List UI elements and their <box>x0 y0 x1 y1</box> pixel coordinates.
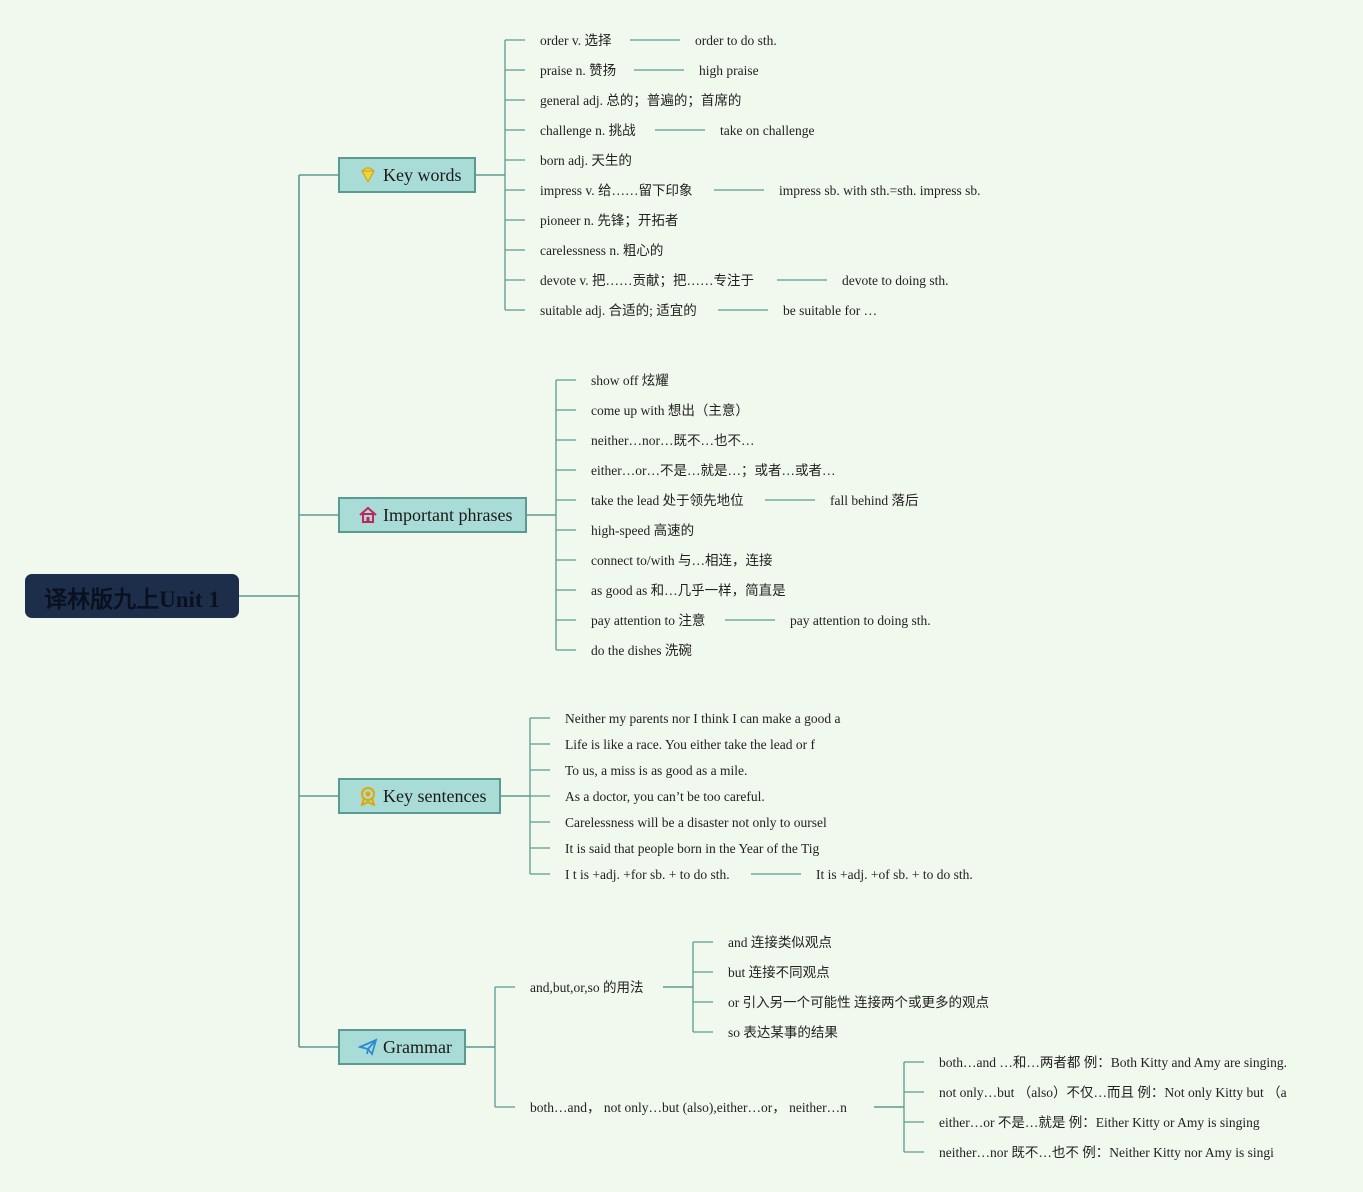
keyword-item[interactable]: general adj. 总的；普遍的；首席的 <box>540 93 742 108</box>
keyword-item[interactable]: born adj. 天生的 <box>540 153 632 168</box>
grammar-group[interactable]: both…and， not only…but (also),either…or，… <box>530 1100 847 1115</box>
award-icon <box>358 786 378 806</box>
keyword-item[interactable]: praise n. 赞扬 <box>540 63 617 78</box>
keyword-item[interactable]: impress v. 给……留下印象 <box>540 183 693 198</box>
sentence-item[interactable]: It is said that people born in the Year … <box>565 841 820 856</box>
keyword-item[interactable]: devote v. 把……贡献；把……专注于 <box>540 273 754 288</box>
sentence-item[interactable]: I t is +adj. +for sb. + to do sth. <box>565 867 730 882</box>
phrase-item[interactable]: come up with 想出（主意） <box>591 403 749 418</box>
sentence-item[interactable]: As a doctor, you can’t be too careful. <box>565 789 765 804</box>
phrase-item[interactable]: pay attention to 注意 <box>591 613 706 628</box>
keyword-item[interactable]: pioneer n. 先锋；开拓者 <box>540 213 679 228</box>
branch-label: Key words <box>383 164 462 185</box>
branch-grammar[interactable]: Grammar <box>338 1029 466 1065</box>
keyword-detail[interactable]: high praise <box>699 63 759 78</box>
grammar-item[interactable]: or 引入另一个可能性 连接两个或更多的观点 <box>728 995 989 1010</box>
keyword-detail[interactable]: order to do sth. <box>695 33 777 48</box>
grammar-item[interactable]: but 连接不同观点 <box>728 965 830 980</box>
keyword-detail[interactable]: be suitable for … <box>783 303 878 318</box>
keyword-item[interactable]: challenge n. 挑战 <box>540 123 636 138</box>
root-node[interactable]: 译林版九上Unit 1 <box>25 574 239 618</box>
grammar-item[interactable]: neither…nor 既不…也不 例：Neither Kitty nor Am… <box>939 1145 1274 1160</box>
root-title: 译林版九上Unit 1 <box>44 587 220 612</box>
grammar-item[interactable]: both…and …和…两者都 例：Both Kitty and Amy are… <box>939 1055 1287 1070</box>
phrase-item[interactable]: connect to/with 与…相连，连接 <box>591 553 773 568</box>
paper-plane-icon <box>358 1037 378 1057</box>
phrase-detail[interactable]: fall behind 落后 <box>830 493 919 508</box>
sentence-item[interactable]: Carelessness will be a disaster not only… <box>565 815 827 830</box>
grammar-group[interactable]: and,but,or,so 的用法 <box>530 980 644 995</box>
house-icon <box>358 505 378 525</box>
phrase-item[interactable]: high-speed 高速的 <box>591 523 695 538</box>
grammar-item[interactable]: not only…but （also）不仅…而且 例：Not only Kitt… <box>939 1085 1287 1100</box>
branch-label: Important phrases <box>383 504 513 525</box>
keyword-detail[interactable]: take on challenge <box>720 123 815 138</box>
phrase-detail[interactable]: pay attention to doing sth. <box>790 613 931 628</box>
phrase-item[interactable]: as good as 和…几乎一样，简直是 <box>591 583 786 598</box>
sentence-item[interactable]: Neither my parents nor I think I can mak… <box>565 711 841 726</box>
keyword-item[interactable]: order v. 选择 <box>540 33 612 48</box>
keyword-item[interactable]: carelessness n. 粗心的 <box>540 243 664 258</box>
grammar-item[interactable]: either…or 不是…就是 例：Either Kitty or Amy is… <box>939 1115 1260 1130</box>
sentence-item[interactable]: To us, a miss is as good as a mile. <box>565 763 748 778</box>
grammar-item[interactable]: and 连接类似观点 <box>728 935 832 950</box>
phrase-item[interactable]: either…or…不是…就是…；或者…或者… <box>591 463 836 478</box>
phrase-item[interactable]: neither…nor…既不…也不… <box>591 433 755 448</box>
phrase-item[interactable]: take the lead 处于领先地位 <box>591 493 744 508</box>
branch-label: Grammar <box>383 1036 452 1057</box>
keyword-detail[interactable]: devote to doing sth. <box>842 273 949 288</box>
phrase-item[interactable]: show off 炫耀 <box>591 373 669 388</box>
grammar-item[interactable]: so 表达某事的结果 <box>728 1025 838 1040</box>
sentence-detail[interactable]: It is +adj. +of sb. + to do sth. <box>816 867 973 882</box>
branch-key-words[interactable]: Key words <box>338 157 476 193</box>
branch-label: Key sentences <box>383 785 487 806</box>
keyword-detail[interactable]: impress sb. with sth.=sth. impress sb. <box>779 183 981 198</box>
sentence-item[interactable]: Life is like a race. You either take the… <box>565 737 816 752</box>
branch-important-phrases[interactable]: Important phrases <box>338 497 527 533</box>
branch-key-sentences[interactable]: Key sentences <box>338 778 501 814</box>
gem-icon <box>358 165 378 185</box>
keyword-item[interactable]: suitable adj. 合适的; 适宜的 <box>540 303 697 318</box>
phrase-item[interactable]: do the dishes 洗碗 <box>591 643 692 658</box>
